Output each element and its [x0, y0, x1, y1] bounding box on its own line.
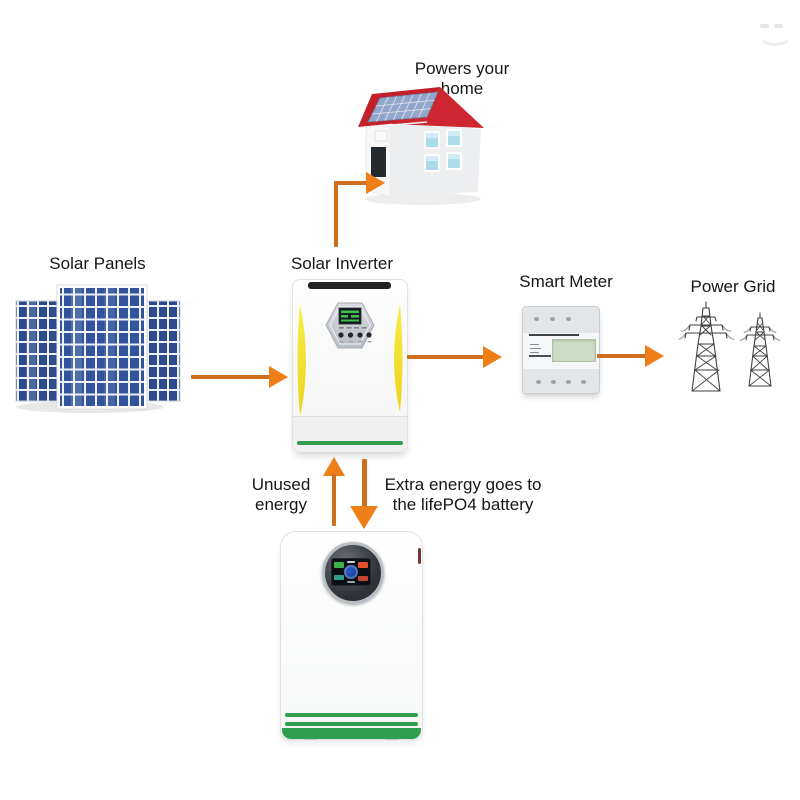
- house-windows: [424, 129, 462, 172]
- transmission-tower-short: [739, 312, 781, 387]
- house-door: [371, 147, 386, 177]
- battery-green-stripe: [285, 713, 418, 717]
- solar-inverter-label: Solar Inverter: [290, 254, 394, 273]
- screen-chip-green: [334, 562, 344, 568]
- screen-chip-teal: [334, 575, 344, 580]
- meter-screw: [534, 317, 539, 321]
- watermark-icon: [754, 18, 793, 46]
- arrow-shaft: [332, 474, 336, 526]
- inverter-control-panel: [325, 302, 375, 349]
- home-label-line2: home: [440, 78, 484, 98]
- arrow-head-right-icon: [269, 366, 288, 388]
- inverter-yellow-stripe-left: [297, 304, 306, 416]
- inverter-green-stripe: [297, 441, 403, 445]
- inverter-panel-inner-edge: [329, 306, 371, 345]
- watermark-arc: [757, 20, 793, 46]
- screen-dash: [347, 581, 355, 583]
- extra-energy-label: Extra energy goes to the lifePO4 battery: [378, 475, 548, 514]
- screen-chip-orange: [358, 562, 368, 568]
- extra-energy-line2: the lifePO4 battery: [392, 494, 534, 514]
- inverter-front: [297, 302, 403, 416]
- battery-illustration: [280, 531, 423, 740]
- inverter-button-captions: [339, 341, 372, 343]
- house-illustration: [357, 87, 484, 205]
- meter-dark-bar: [529, 334, 579, 336]
- battery-power-slot: [418, 548, 421, 564]
- solar-inverter-illustration: [292, 279, 408, 452]
- inverter-lcd: [338, 307, 362, 325]
- arrow-head-down-icon: [350, 506, 378, 529]
- arrow-shaft: [191, 375, 271, 379]
- solar-panels-label: Solar Panels: [49, 254, 146, 273]
- house-side-window: [374, 130, 388, 142]
- roof-eave: [357, 121, 428, 129]
- transmission-tower-tall: [678, 301, 735, 392]
- battery-screen: [331, 558, 371, 586]
- meter-text-line: [530, 348, 541, 349]
- meter-lcd: [552, 339, 596, 362]
- power-grid-illustration: [678, 301, 781, 392]
- smart-meter-illustration: [522, 306, 600, 394]
- meter-screw: [566, 317, 571, 321]
- unused-energy-label: Unused energy: [236, 475, 326, 514]
- battery-green-base: [282, 728, 421, 739]
- screen-dash: [347, 561, 355, 563]
- meter-screw: [551, 380, 556, 384]
- arrow-shaft: [407, 355, 485, 359]
- meter-screw: [536, 380, 541, 384]
- meter-screw: [581, 380, 586, 384]
- roof-solar-panel: [367, 91, 439, 123]
- arrow-head-up-icon: [323, 457, 345, 476]
- inverter-top-vent: [308, 282, 391, 289]
- solar-panels-illustration: [15, 284, 181, 413]
- battery-green-stripe: [285, 722, 418, 726]
- meter-barcode-line: [529, 355, 551, 357]
- arrow-shaft: [334, 181, 368, 185]
- home-label-line1: Powers your: [414, 59, 510, 78]
- inverter-base: [293, 416, 407, 452]
- meter-text-line: [530, 352, 539, 353]
- arrow-shaft: [334, 183, 338, 247]
- solar-panel-center: [56, 284, 148, 410]
- extra-energy-line1: Extra energy goes to: [384, 475, 542, 494]
- meter-text-line: [530, 344, 539, 345]
- arrow-head-right-icon: [366, 172, 385, 194]
- meter-screw: [566, 380, 571, 384]
- screen-chip-red: [358, 576, 368, 581]
- inverter-button-labels: [339, 327, 367, 329]
- power-grid-label: Power Grid: [690, 277, 776, 296]
- meter-bottom-flange: [523, 369, 599, 393]
- home-label: Powers your home: [392, 59, 532, 98]
- unused-energy-line1: Unused: [251, 475, 311, 494]
- arrow-head-right-icon: [483, 346, 502, 368]
- screen-gauge-circle: [344, 565, 358, 579]
- inverter-buttons: [338, 332, 372, 338]
- arrow-shaft: [362, 459, 367, 508]
- unused-energy-line2: energy: [255, 494, 307, 514]
- meter-screw: [550, 317, 555, 321]
- arrow-head-right-icon: [645, 345, 664, 367]
- inverter-yellow-stripe-right: [394, 304, 403, 412]
- smart-meter-label: Smart Meter: [519, 272, 613, 291]
- arrow-shaft: [597, 354, 647, 358]
